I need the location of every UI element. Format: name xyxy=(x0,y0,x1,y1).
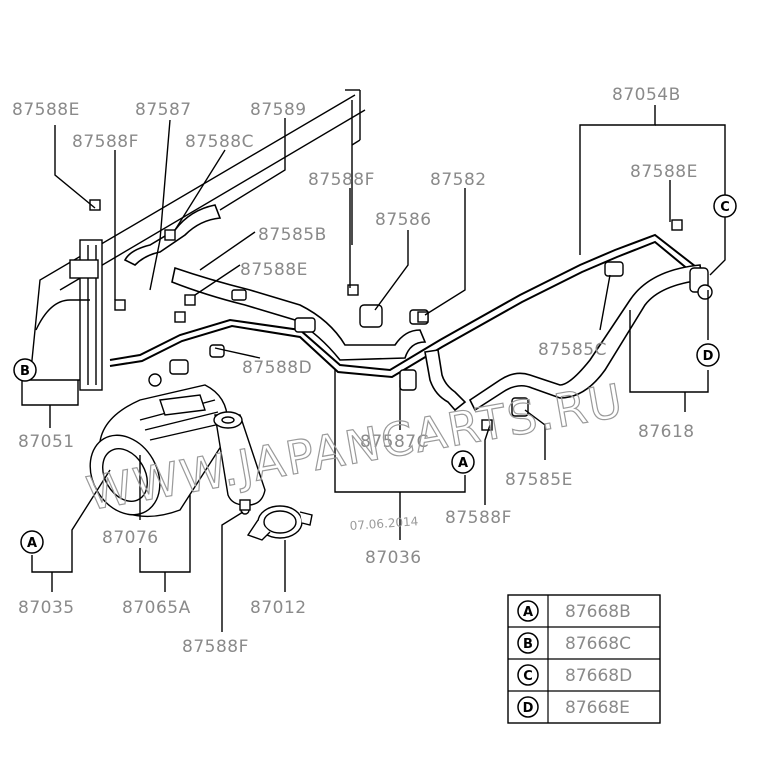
label-87588E-right: 87588E xyxy=(630,162,698,182)
label-87035: 87035 xyxy=(18,598,75,618)
label-87065A: 87065A xyxy=(122,598,191,618)
label-87586: 87586 xyxy=(375,210,432,230)
label-87618: 87618 xyxy=(638,422,695,442)
label-87054B: 87054B xyxy=(612,85,681,105)
label-87585E: 87585E xyxy=(505,470,573,490)
label-87588F-bottom: 87588F xyxy=(182,637,249,657)
label-87588F-left: 87588F xyxy=(72,132,139,152)
svg-text:B: B xyxy=(20,364,30,379)
callout-b-left: B xyxy=(13,358,37,382)
label-87588C: 87588C xyxy=(185,132,254,152)
bolt-icons xyxy=(89,199,683,511)
svg-text:A: A xyxy=(27,536,37,551)
svg-text:A: A xyxy=(458,456,468,471)
svg-text:07.06.2014: 07.06.2014 xyxy=(349,514,419,533)
callout-a-left: A xyxy=(20,530,44,554)
receiver-drier xyxy=(213,411,266,506)
svg-text:B: B xyxy=(523,637,533,652)
part-labels: 87588E 87587 87589 87588F 87588C 87588F … xyxy=(12,85,698,657)
svg-text:D: D xyxy=(523,701,534,716)
label-87582: 87582 xyxy=(430,170,487,190)
svg-text:A: A xyxy=(523,605,533,620)
leader-lines xyxy=(21,105,726,632)
label-87076: 87076 xyxy=(102,528,159,548)
pipes xyxy=(89,199,713,511)
label-87588E-left: 87588E xyxy=(12,100,80,120)
label-87051: 87051 xyxy=(18,432,75,452)
svg-text:87668D: 87668D xyxy=(565,666,632,686)
label-87036: 87036 xyxy=(365,548,422,568)
compressor xyxy=(89,384,229,518)
callout-a-mid: A xyxy=(451,450,475,474)
svg-text:87668C: 87668C xyxy=(565,634,631,654)
callout-c-right: C xyxy=(713,194,737,218)
svg-text:87668B: 87668B xyxy=(565,602,631,622)
svg-text:C: C xyxy=(523,669,533,684)
label-87012: 87012 xyxy=(250,598,307,618)
label-87588D: 87588D xyxy=(242,358,312,378)
label-87585B: 87585B xyxy=(258,225,327,245)
label-87587: 87587 xyxy=(135,100,192,120)
condenser-frame xyxy=(29,89,366,391)
legend-row-b: B 87668C xyxy=(517,632,631,654)
svg-text:87668E: 87668E xyxy=(565,698,630,718)
svg-text:C: C xyxy=(720,200,730,215)
label-87588F-mid: 87588F xyxy=(445,508,512,528)
legend-row-c: C 87668D xyxy=(517,664,632,686)
label-87585C: 87585C xyxy=(538,340,607,360)
svg-text:D: D xyxy=(703,349,714,364)
label-87588E-mid: 87588E xyxy=(240,260,308,280)
legend-row-d: D 87668E xyxy=(517,696,630,718)
bracket-clamp xyxy=(240,505,313,541)
label-87589: 87589 xyxy=(250,100,307,120)
label-87587C: 87587C xyxy=(360,432,429,452)
label-87588F-top: 87588F xyxy=(308,170,375,190)
callout-d-right: D xyxy=(696,343,720,367)
legend-row-a: A 87668B xyxy=(517,600,631,622)
legend-table: A 87668B B 87668C C 87668D D 87668E xyxy=(507,594,661,724)
